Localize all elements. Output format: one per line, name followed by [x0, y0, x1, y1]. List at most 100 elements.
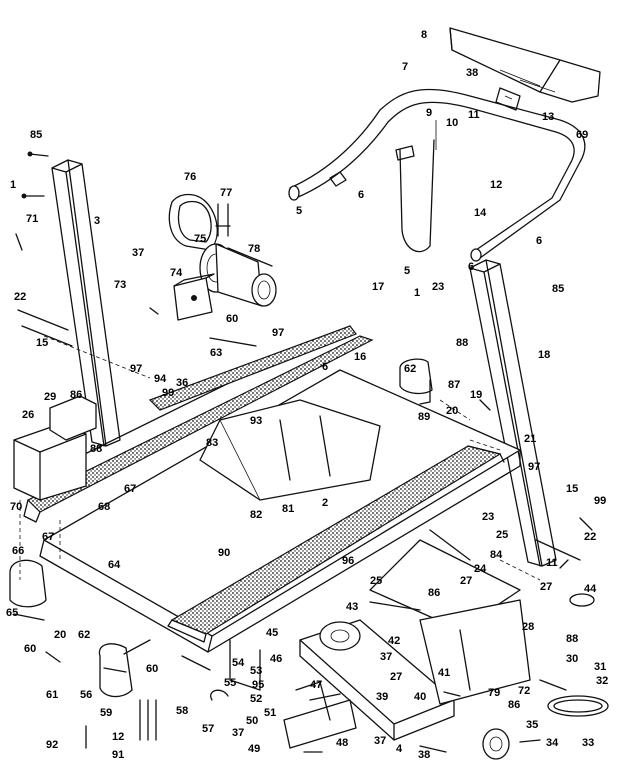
callout-label: 49: [248, 743, 260, 755]
callout-label: 14: [474, 207, 487, 219]
callout-label: 88: [566, 633, 578, 645]
callout-label: 33: [582, 737, 594, 749]
callout-label: 9: [426, 107, 432, 119]
callout-label: 66: [12, 545, 24, 557]
callout-label: 1: [10, 179, 16, 191]
callout-label: 25: [496, 529, 508, 541]
callout-label: 67: [42, 531, 54, 543]
sensor-bag-part: [395, 120, 437, 253]
callout-label: 83: [206, 437, 218, 449]
callout-label: 79: [488, 687, 500, 699]
callout-label: 61: [46, 689, 58, 701]
callout-label: 74: [170, 267, 183, 279]
foot-bracket-part: [283, 681, 357, 749]
callout-label: 41: [438, 667, 450, 679]
callout-label: 2: [322, 497, 328, 509]
motor-hood-part: [13, 395, 97, 501]
callout-label: 19: [470, 389, 482, 401]
callout-label: 11: [468, 109, 480, 121]
callout-label: 60: [146, 663, 158, 675]
callout-label: 88: [90, 443, 102, 455]
callout-label: 58: [176, 705, 188, 717]
callout-label: 8: [421, 29, 427, 41]
callout-label: 62: [404, 363, 416, 375]
callout-label: 57: [202, 723, 214, 735]
callout-label: 10: [446, 117, 458, 129]
callout-label: 5: [404, 265, 410, 277]
callout-label: 20: [446, 405, 458, 417]
callout-label: 26: [22, 409, 34, 421]
callout-label: 75: [194, 233, 206, 245]
callout-label: 15: [36, 337, 48, 349]
callout-label: 76: [184, 171, 196, 183]
callout-label: 42: [388, 635, 400, 647]
callout-label: 24: [474, 563, 487, 575]
callout-label: 51: [264, 707, 276, 719]
callout-labels: 8 7 38 13 9 11 10 69 85 12 76 77 1 3 5 6…: [6, 29, 608, 761]
motor-assembly-part: [168, 193, 277, 321]
callout-label: 68: [98, 501, 110, 513]
callout-label: 18: [538, 349, 550, 361]
callout-label: 99: [162, 387, 174, 399]
callout-label: 46: [270, 653, 282, 665]
wheel-part: [482, 593, 609, 760]
callout-label: 6: [468, 261, 474, 273]
callout-label: 15: [566, 483, 578, 495]
callout-label: 48: [336, 737, 348, 749]
callout-label: 38: [466, 67, 478, 79]
callout-label: 13: [542, 111, 554, 123]
callout-label: 37: [380, 651, 392, 663]
callout-label: 99: [594, 495, 606, 507]
callout-label: 53: [250, 665, 262, 677]
callout-label: 11: [546, 557, 558, 569]
callout-label: 87: [448, 379, 460, 391]
callout-label: 5: [296, 205, 302, 217]
callout-label: 23: [482, 511, 494, 523]
callout-label: 59: [100, 707, 112, 719]
callout-label: 86: [70, 389, 82, 401]
fasteners-part: [13, 151, 593, 753]
right-upright-part: [469, 259, 557, 567]
callout-label: 1: [414, 287, 420, 299]
callout-label: 54: [232, 657, 245, 669]
callout-label: 35: [526, 719, 538, 731]
callout-label: 25: [370, 575, 382, 587]
callout-label: 12: [112, 731, 124, 743]
callout-label: 23: [432, 281, 444, 293]
callout-label: 37: [232, 727, 244, 739]
callout-label: 40: [414, 691, 426, 703]
callout-label: 93: [250, 415, 262, 427]
callout-label: 22: [584, 531, 596, 543]
callout-label: 96: [342, 555, 354, 567]
callout-label: 36: [176, 377, 188, 389]
callout-label: 72: [518, 685, 530, 697]
callout-label: 29: [44, 391, 56, 403]
alignment-lines: [19, 335, 541, 581]
callout-label: 62: [78, 629, 90, 641]
callout-label: 20: [54, 629, 66, 641]
callout-label: 63: [210, 347, 222, 359]
callout-label: 30: [566, 653, 578, 665]
callout-label: 6: [322, 361, 328, 373]
callout-label: 7: [402, 61, 408, 73]
callout-label: 77: [220, 187, 232, 199]
callout-label: 6: [358, 189, 364, 201]
callout-label: 86: [428, 587, 440, 599]
callout-label: 27: [390, 671, 402, 683]
callout-label: 45: [266, 627, 278, 639]
callout-label: 69: [576, 129, 588, 141]
callout-label: 44: [584, 583, 597, 595]
callout-label: 60: [226, 313, 238, 325]
callout-label: 64: [108, 559, 121, 571]
callout-label: 89: [418, 411, 430, 423]
callout-label: 37: [132, 247, 144, 259]
callout-label: 12: [490, 179, 502, 191]
callout-label: 94: [154, 373, 167, 385]
callout-label: 97: [528, 461, 540, 473]
callout-label: 97: [272, 327, 284, 339]
callout-label: 91: [112, 749, 124, 761]
callout-label: 16: [354, 351, 366, 363]
callout-label: 56: [80, 689, 92, 701]
callout-label: 70: [10, 501, 22, 513]
